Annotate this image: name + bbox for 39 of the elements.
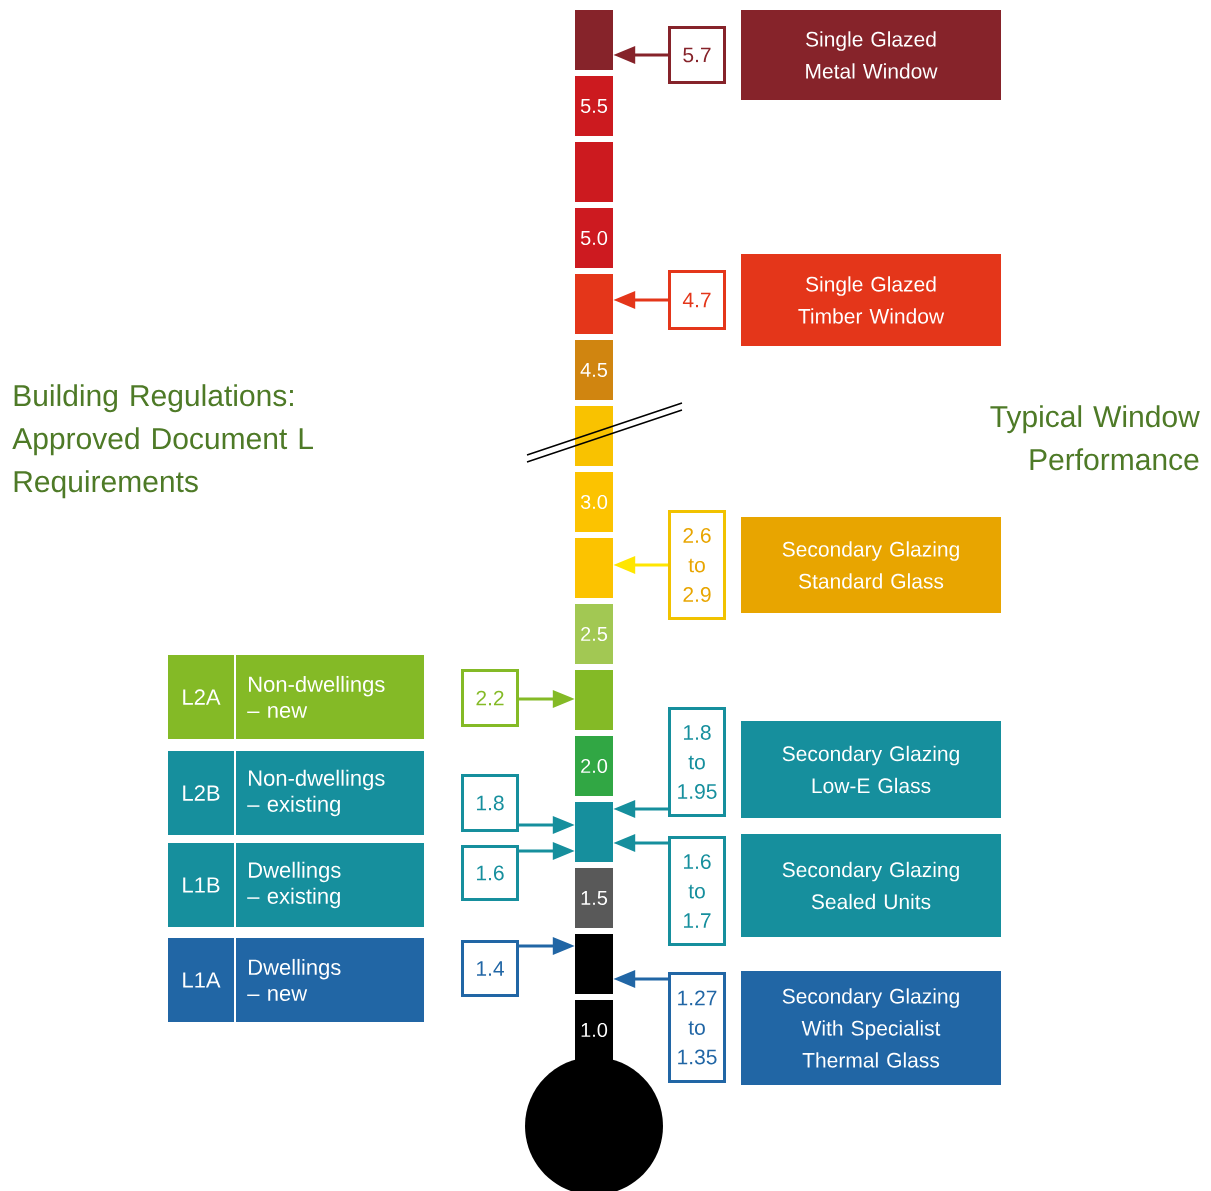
- value-box: 1.4: [461, 940, 519, 997]
- scale-segment: [575, 802, 613, 862]
- heading: Building Regulations: Approved Document L Requirements: [12, 384, 313, 499]
- scale-segment: 2.0: [575, 736, 613, 796]
- window-type-box: Secondary Glazing Low-E Glass: [741, 721, 1001, 818]
- requirement-box: L1B Dwellings – existing: [168, 842, 424, 928]
- thermometer-bulb: 1.0: [525, 1000, 663, 1191]
- scale-segment: [575, 10, 613, 70]
- window-type-box: Secondary Glazing Standard Glass: [741, 517, 1001, 613]
- heading: Typical Window Performance: [990, 405, 1200, 471]
- requirement-box: L1A Dwellings – new: [168, 937, 424, 1023]
- value-box: 2.2: [461, 669, 519, 727]
- scale-segment: [575, 274, 613, 334]
- value-box: 1.8 to 1.95: [668, 707, 726, 817]
- scale-segment: [575, 406, 613, 466]
- scale-segment: [575, 538, 613, 598]
- window-type-box: Single Glazed Metal Window: [741, 10, 1001, 100]
- node-label: 1.0: [581, 1022, 608, 1038]
- scale-segment: 2.5: [575, 604, 613, 664]
- value-box: 2.6 to 2.9: [668, 510, 726, 620]
- scale-segment: 1.5: [575, 868, 613, 928]
- scale-segment: 5.5: [575, 76, 613, 136]
- scale-segment: 4.5: [575, 340, 613, 400]
- scale-segment: [575, 934, 613, 994]
- window-type-box: Secondary Glazing Sealed Units: [741, 834, 1001, 937]
- window-type-box: Secondary Glazing With Specialist Thermal Glass: [741, 971, 1001, 1085]
- value-box: 1.8: [461, 774, 519, 832]
- value-box: 5.7: [668, 26, 726, 84]
- requirement-box: L2B Non-dwellings – existing: [168, 750, 424, 836]
- value-box: 1.6 to 1.7: [668, 836, 726, 946]
- value-box: 1.6: [461, 845, 519, 901]
- scale-segment: 3.0: [575, 472, 613, 532]
- value-box: 4.7: [668, 270, 726, 330]
- scale-segment: 5.0: [575, 208, 613, 268]
- scale-segment: [575, 670, 613, 730]
- requirement-box: L2A Non-dwellings – new: [168, 654, 424, 740]
- scale-segment: [575, 142, 613, 202]
- window-type-box: Single Glazed Timber Window: [741, 254, 1001, 346]
- value-box: 1.27 to 1.35: [668, 972, 726, 1083]
